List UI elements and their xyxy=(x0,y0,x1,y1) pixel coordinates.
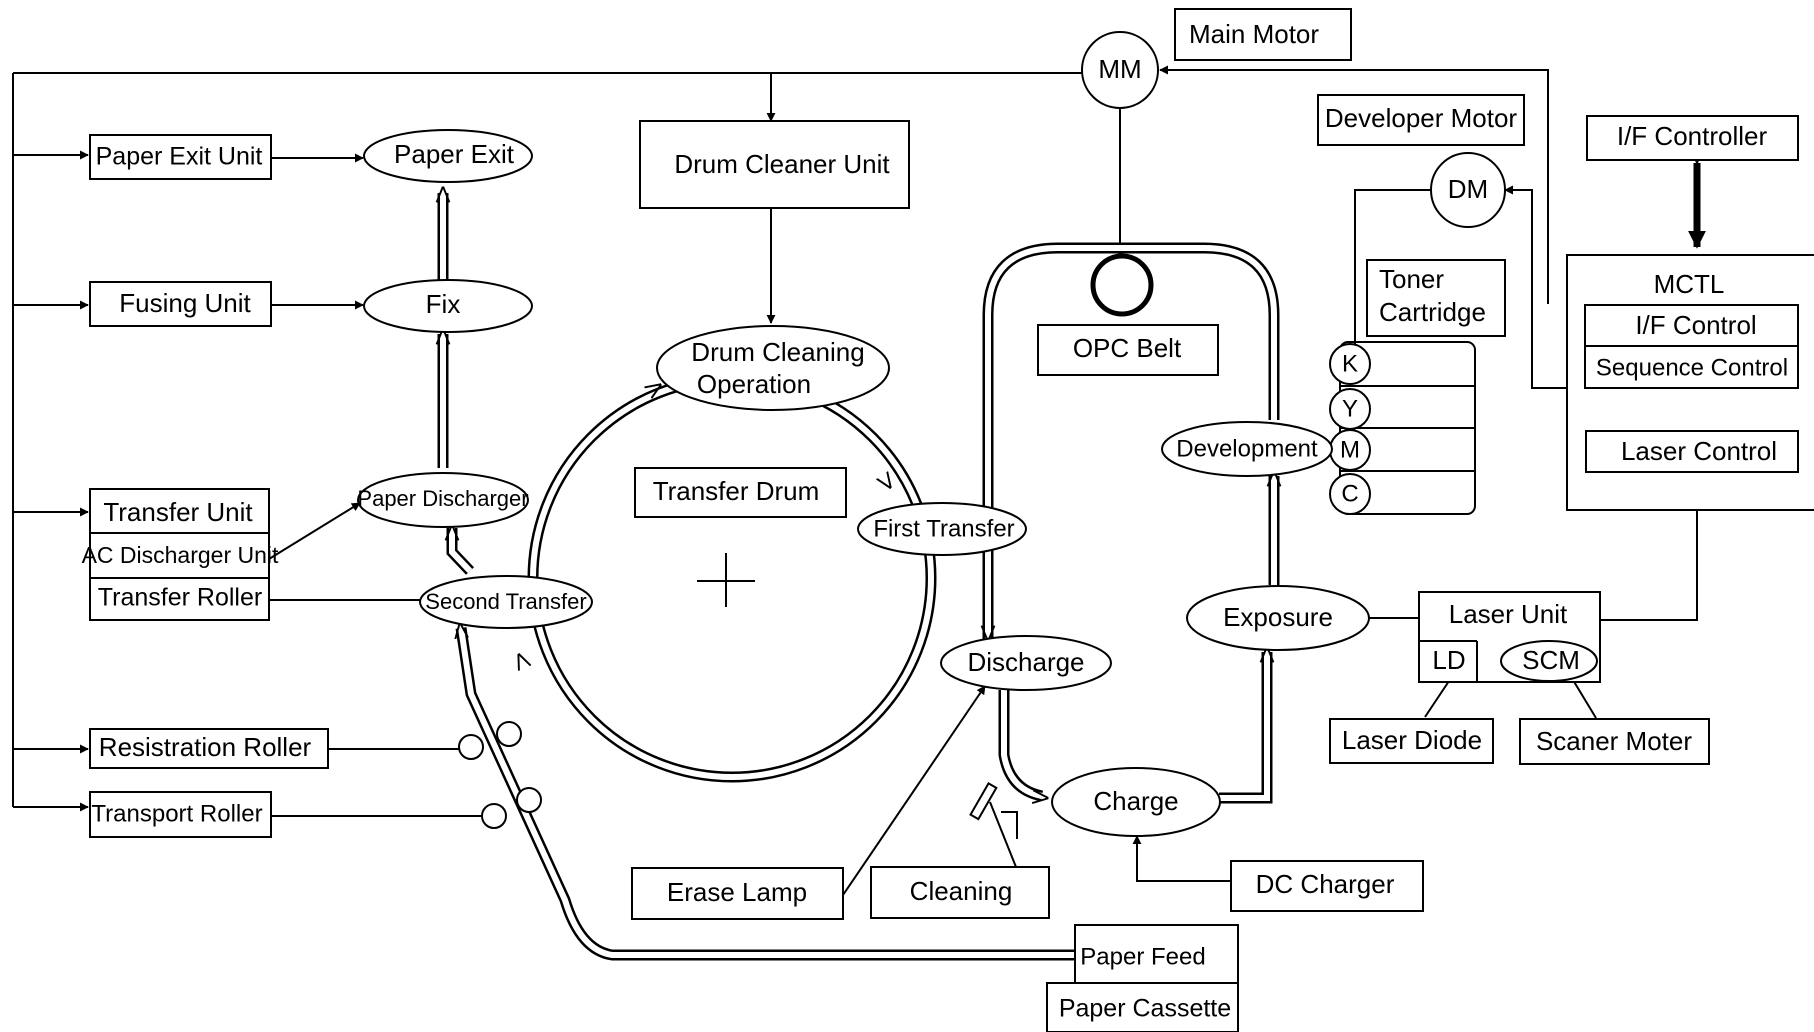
label-laser-control: Laser Control xyxy=(1621,436,1777,466)
label-y: Y xyxy=(1342,395,1358,422)
node-second-transfer: Second Transfer xyxy=(419,575,593,629)
label-c: C xyxy=(1341,480,1358,507)
box-laser-diode: Laser Diode xyxy=(1329,718,1494,764)
label-cartridge: Cartridge xyxy=(1379,297,1486,327)
node-first-transfer: First Transfer xyxy=(857,502,1027,556)
label-transfer-unit: Transfer Unit xyxy=(103,497,253,527)
label-m: M xyxy=(1340,436,1360,463)
label-main-motor: Main Motor xyxy=(1189,19,1319,49)
box-opc-belt: OPC Belt xyxy=(1037,324,1219,376)
label-cleaning: Cleaning xyxy=(910,876,1013,906)
node-dm: DM xyxy=(1430,152,1506,228)
box-fusing-unit: Fusing Unit xyxy=(89,281,272,327)
box-developer-motor: Developer Motor xyxy=(1317,94,1525,146)
box-mctl: MCTL I/F Control Sequence Control Laser … xyxy=(1566,254,1814,511)
node-mm: MM xyxy=(1081,31,1159,109)
box-if-controller: I/F Controller xyxy=(1586,115,1799,161)
roller-icons xyxy=(458,721,542,829)
label-resistration-roller: Resistration Roller xyxy=(99,732,312,762)
label-ac-discharger-unit: AC Discharger Unit xyxy=(82,542,279,568)
cleaning-blade-icon xyxy=(969,782,998,821)
box-erase-lamp: Erase Lamp xyxy=(631,867,844,920)
box-cleaning: Cleaning xyxy=(870,866,1050,919)
label-toner: Toner xyxy=(1379,264,1444,294)
label-first-transfer: First Transfer xyxy=(873,515,1014,542)
label-if-control: I/F Control xyxy=(1635,310,1756,340)
label-drum-cleaning: Drum Cleaning xyxy=(691,337,864,367)
node-exposure: Exposure xyxy=(1186,585,1370,651)
label-paper-exit: Paper Exit xyxy=(394,139,515,169)
node-paper-exit: Paper Exit xyxy=(363,129,533,183)
label-dm: DM xyxy=(1448,174,1488,204)
label-transfer-drum: Transfer Drum xyxy=(653,476,820,506)
label-exposure: Exposure xyxy=(1223,602,1333,632)
label-scm: SCM xyxy=(1522,645,1580,675)
label-sequence-control: Sequence Control xyxy=(1596,354,1788,381)
opc-roller-icon xyxy=(1090,253,1154,317)
label-paper-cassette: Paper Cassette xyxy=(1059,995,1231,1023)
label-scaner-moter: Scaner Moter xyxy=(1536,726,1692,756)
node-charge: Charge xyxy=(1051,767,1221,837)
node-paper-discharger: Paper Discharger xyxy=(357,472,529,528)
label-dc-charger: DC Charger xyxy=(1256,869,1395,899)
node-development: Development xyxy=(1161,421,1333,477)
label-k: K xyxy=(1342,350,1358,377)
label-laser-unit: Laser Unit xyxy=(1449,599,1568,629)
box-paper-feed: Paper Feed xyxy=(1074,924,1239,984)
box-drum-cleaner-unit: Drum Cleaner Unit xyxy=(639,120,910,209)
box-transfer-drum: Transfer Drum xyxy=(634,467,847,518)
label-drum-cleaner-unit: Drum Cleaner Unit xyxy=(674,149,890,179)
box-dc-charger: DC Charger xyxy=(1230,860,1424,912)
toner-slots: K Y M C xyxy=(1329,190,1476,515)
label-paper-exit-unit: Paper Exit Unit xyxy=(96,143,263,171)
node-fix: Fix xyxy=(363,279,533,333)
box-laser-unit: Laser Unit LD SCM xyxy=(1418,591,1601,683)
node-discharge: Discharge xyxy=(940,635,1112,691)
label-opc-belt: OPC Belt xyxy=(1073,333,1182,363)
box-resistration-roller: Resistration Roller xyxy=(89,728,329,769)
label-fusing-unit: Fusing Unit xyxy=(119,288,251,318)
box-toner-cartridge: Toner Cartridge xyxy=(1366,259,1506,337)
label-paper-discharger: Paper Discharger xyxy=(357,486,528,511)
label-development: Development xyxy=(1176,435,1318,462)
box-paper-exit-unit: Paper Exit Unit xyxy=(89,134,272,180)
label-fix: Fix xyxy=(426,289,461,319)
label-if-controller: I/F Controller xyxy=(1617,121,1768,151)
label-mctl: MCTL xyxy=(1654,269,1725,299)
node-drum-cleaning: Drum Cleaning Operation xyxy=(656,325,890,411)
box-transfer-unit: Transfer Unit AC Discharger Unit Transfe… xyxy=(82,488,279,621)
label-charge: Charge xyxy=(1093,786,1178,816)
label-mm: MM xyxy=(1098,54,1141,84)
label-laser-diode: Laser Diode xyxy=(1342,725,1482,755)
label-transfer-roller: Transfer Roller xyxy=(98,584,262,612)
box-scaner-moter: Scaner Moter xyxy=(1519,718,1710,765)
label-operation: Operation xyxy=(697,369,811,399)
label-developer-motor: Developer Motor xyxy=(1325,103,1518,133)
label-discharge: Discharge xyxy=(967,647,1084,677)
box-transport-roller: Transport Roller xyxy=(89,791,272,838)
box-paper-cassette: Paper Cassette xyxy=(1046,982,1239,1032)
label-ld: LD xyxy=(1432,645,1465,675)
label-erase-lamp: Erase Lamp xyxy=(667,877,807,907)
paper-path xyxy=(437,193,1280,961)
label-paper-feed: Paper Feed xyxy=(1080,943,1205,970)
box-main-motor: Main Motor xyxy=(1174,8,1352,61)
drum-center-mark xyxy=(697,553,755,607)
label-second-transfer: Second Transfer xyxy=(425,589,586,614)
label-transport-roller: Transport Roller xyxy=(91,800,262,827)
